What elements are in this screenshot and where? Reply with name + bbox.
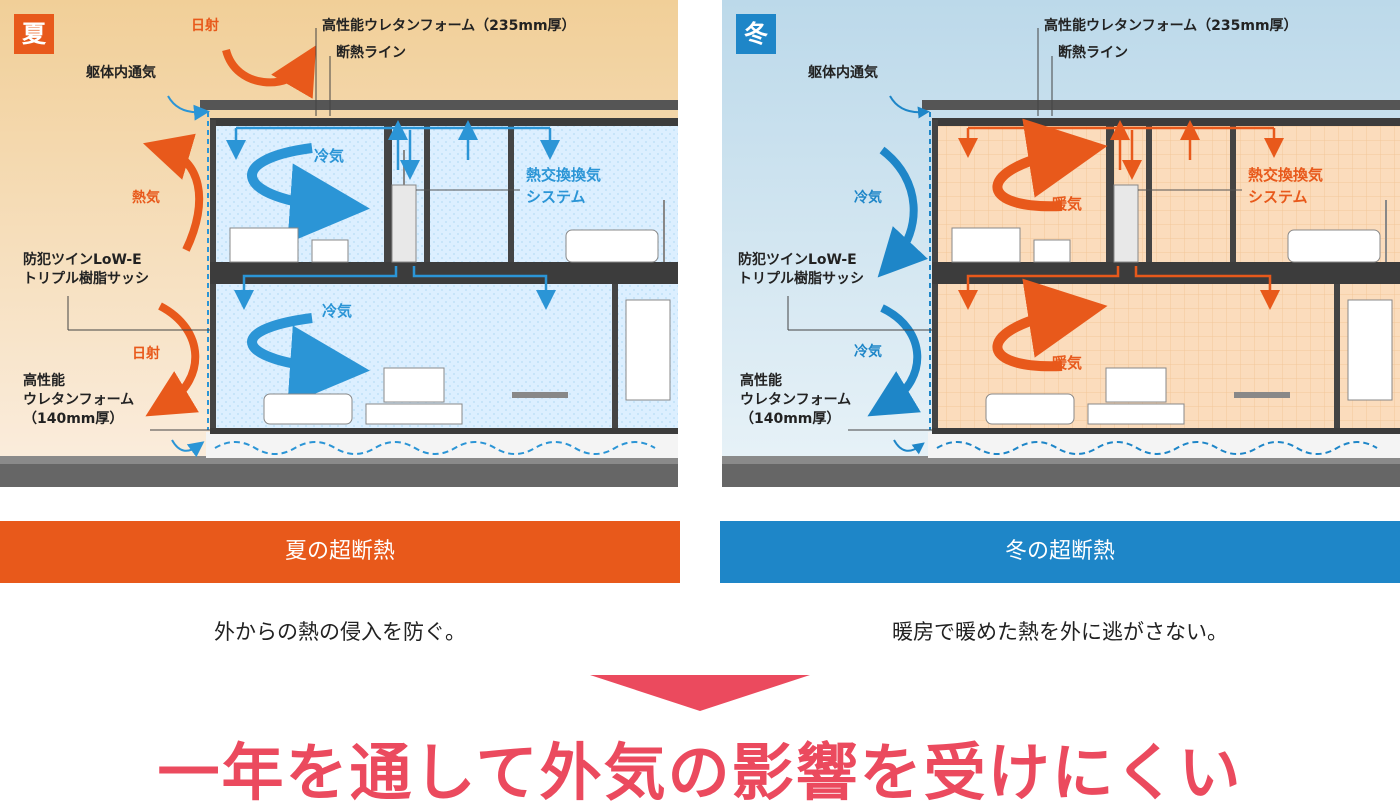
summer-sun-side-label: 日射 [132, 346, 160, 362]
down-arrow-icon [590, 675, 810, 711]
summer-panel: 夏 日射 躯体内通気 高性能ウレタンフォーム（235mm厚） 断熱ライン 熱気 … [0, 0, 678, 487]
winter-ventilation-line1: 熱交換換気 [1248, 166, 1324, 184]
summer-flow-lower-label: 冷気 [322, 302, 353, 320]
summer-ventilation-line2: システム [526, 187, 586, 206]
winter-badge: 冬 [736, 14, 776, 54]
winter-panel: 冬 躯体内通気 高性能ウレタンフォーム（235mm厚） 断熱ライン 冷気 防犯ツ… [722, 0, 1400, 487]
summer-sash-label: 防犯ツインLoW-E トリプル樹脂サッシ [23, 251, 149, 289]
summer-foam-side-line1: 高性能 [23, 373, 65, 389]
summer-foam-side-line2: ウレタンフォーム [23, 391, 135, 408]
winter-description: 暖房で暖めた熱を外に逃がさない。 [892, 620, 1228, 644]
summer-foam-side-line3: （140mm厚） [23, 410, 124, 427]
winter-ventilation-label: 熱交換換気 システム [1248, 165, 1323, 209]
summer-title-band: 夏の超断熱 [0, 521, 680, 583]
summer-wall-vent-label: 躯体内通気 [86, 65, 156, 81]
winter-flow-lower-label: 暖気 [1052, 354, 1083, 372]
summer-sun-top-label: 日射 [191, 18, 219, 34]
summer-description: 外からの熱の侵入を防ぐ。 [214, 620, 466, 644]
summer-foam-top-label: 高性能ウレタンフォーム（235mm厚） [322, 18, 576, 34]
summer-foam-side-label: 高性能 ウレタンフォーム （140mm厚） [23, 372, 134, 429]
winter-wall-vent-label: 躯体内通気 [808, 65, 878, 81]
winter-sash-label: 防犯ツインLoW-E トリプル樹脂サッシ [738, 251, 864, 289]
winter-cold-lower-label: 冷気 [854, 344, 882, 360]
summer-insulation-line-label: 断熱ライン [336, 45, 406, 61]
winter-insulation-line-label: 断熱ライン [1058, 45, 1128, 61]
winter-ventilation-line2: システム [1248, 187, 1308, 206]
winter-foam-side-label: 高性能 ウレタンフォーム （140mm厚） [740, 372, 851, 429]
summer-sash-line1: 防犯ツインLoW-E [23, 252, 142, 268]
summer-sash-line2: トリプル樹脂サッシ [23, 270, 149, 287]
winter-title-band: 冬の超断熱 [720, 521, 1400, 583]
summer-ventilation-line1: 熱交換換気 [526, 166, 602, 184]
summer-flow-upper-label: 冷気 [314, 147, 345, 165]
winter-foam-side-line1: 高性能 [740, 373, 782, 389]
summer-house-illustration [0, 0, 678, 487]
winter-foam-side-line2: ウレタンフォーム [740, 391, 852, 408]
winter-flow-upper-label: 暖気 [1052, 195, 1083, 213]
summer-badge: 夏 [14, 14, 54, 54]
winter-foam-top-label: 高性能ウレタンフォーム（235mm厚） [1044, 18, 1298, 34]
summer-ventilation-label: 熱交換換気 システム [526, 165, 601, 209]
summer-heat-air-label: 熱気 [132, 190, 160, 206]
winter-house-illustration [722, 0, 1400, 487]
winter-foam-side-line3: （140mm厚） [740, 410, 841, 427]
winter-sash-line1: 防犯ツインLoW-E [738, 252, 857, 268]
winter-sash-line2: トリプル樹脂サッシ [738, 270, 864, 287]
winter-cold-upper-label: 冷気 [854, 190, 882, 206]
conclusion-headline: 一年を通して外気の影響を受けにくい [157, 736, 1243, 809]
